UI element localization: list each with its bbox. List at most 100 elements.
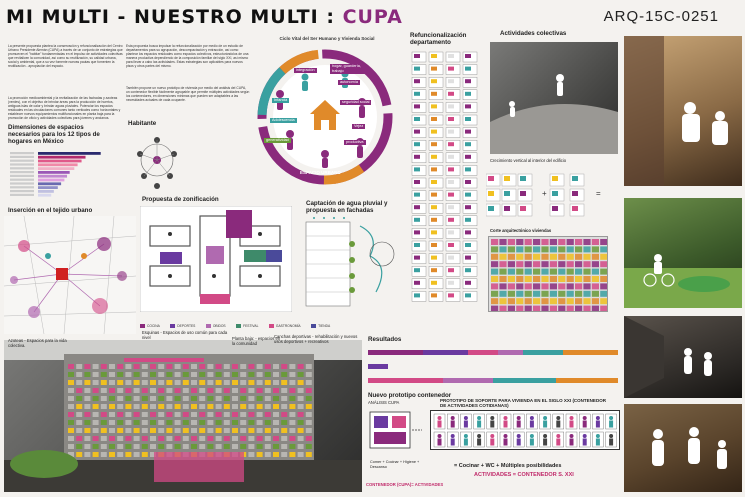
refun-cell-fill [448,192,454,197]
zone-tienda [266,250,282,262]
corte-unit [558,298,566,305]
building-window [305,364,312,369]
proto-figure-body [569,438,574,446]
proto-figure-head [450,416,455,420]
proto-figure-head [529,434,534,438]
zone-gastronomia [200,294,230,304]
refun-cell-fill [414,91,420,96]
corte-unit [507,261,515,268]
habitante-diagram [137,137,177,189]
intro-text-4: También propone un nuevo prototipo de vi… [126,86,250,102]
building-window [182,380,189,385]
building-window [141,380,148,385]
building-window [207,436,214,441]
refun-cell-fill [431,255,437,260]
building-window [117,364,124,369]
building-window [100,372,107,377]
proto-figure-head [477,416,482,420]
building-window [199,412,206,417]
corte-unit [600,268,607,275]
building-window [273,364,279,369]
building-window [125,364,132,369]
proto-figure-body [609,438,614,446]
corte-unit [549,290,557,297]
proto-figure-head [437,434,442,438]
corte-unit [491,246,499,253]
proto-figure-body [516,438,521,446]
building-window [76,412,83,417]
refun-title: Refuncionalización departamento [410,32,467,46]
dimension-bar [38,174,68,178]
building-window [76,420,83,425]
refun-cell-fill [431,79,437,84]
building-window [158,444,165,449]
building-window [92,452,99,457]
corte-unit [541,261,549,268]
building-window [264,364,271,369]
building-window [150,388,156,393]
building-window [158,428,165,433]
building-window [305,396,312,401]
activity-photo-skate [490,42,618,154]
building-window [174,428,181,433]
refun-cell-fill [448,154,454,159]
corte-unit [524,283,532,290]
intro-text-1: La presente propuesta plantea la conserv… [8,44,123,68]
proto-figure-head [609,416,614,420]
dimension-bar [38,193,52,197]
proto-figure-body [582,420,587,428]
corte-unit [533,239,541,245]
building-window [84,452,91,457]
building-window [256,388,263,393]
result-segment [468,350,498,355]
refun-cell-fill [431,268,437,273]
refun-cell-fill [465,192,471,197]
building-window [273,420,279,425]
ciclo-label-4: Infancia [272,98,290,103]
building-window [289,452,296,457]
building-window [256,404,263,409]
building-window [207,404,214,409]
building-window [158,396,165,401]
corridor-wall [624,316,664,398]
building-window [289,444,296,449]
building-window [191,420,197,425]
building-window [92,436,99,441]
building-window [215,380,222,385]
proto-figure-body [529,438,534,446]
building-window [191,388,197,393]
dimension-row-label [10,193,34,196]
refun-cell-fill [465,79,471,84]
refun-cell-fill [414,293,420,298]
equals-sign: = [596,189,601,198]
building-window [240,388,247,393]
building-window [166,444,173,449]
dimension-row-label [10,163,34,166]
legend-label: TIENDA [318,324,331,328]
building-window [240,428,247,433]
dimension-bar [38,167,75,170]
building-window [215,412,222,417]
proto-figure-body [477,420,482,428]
building-window [68,452,74,457]
corte-unit [600,276,607,282]
crec-cell-fill [520,191,526,196]
dimensiones-chart [10,152,101,197]
cyclist-silhouette [643,254,675,287]
building-window [182,388,189,393]
equation-left: CONTENEDOR (CUPA)= ACTIVIDADES [366,482,444,487]
dimensiones-title: Dimensiones de espacios necesarios para … [8,124,100,145]
building-window [215,444,222,449]
corte-unit [558,290,566,297]
proto-figure-body [556,420,561,428]
building-window [109,396,115,401]
building-window [281,436,288,441]
proto-figure-body [437,420,442,428]
building-window [92,372,99,377]
corte-unit [491,261,499,268]
legend-item: COCINA [140,324,160,329]
building-window [166,436,173,441]
building-window [240,372,247,377]
building-window [76,404,83,409]
building-window [191,404,197,409]
